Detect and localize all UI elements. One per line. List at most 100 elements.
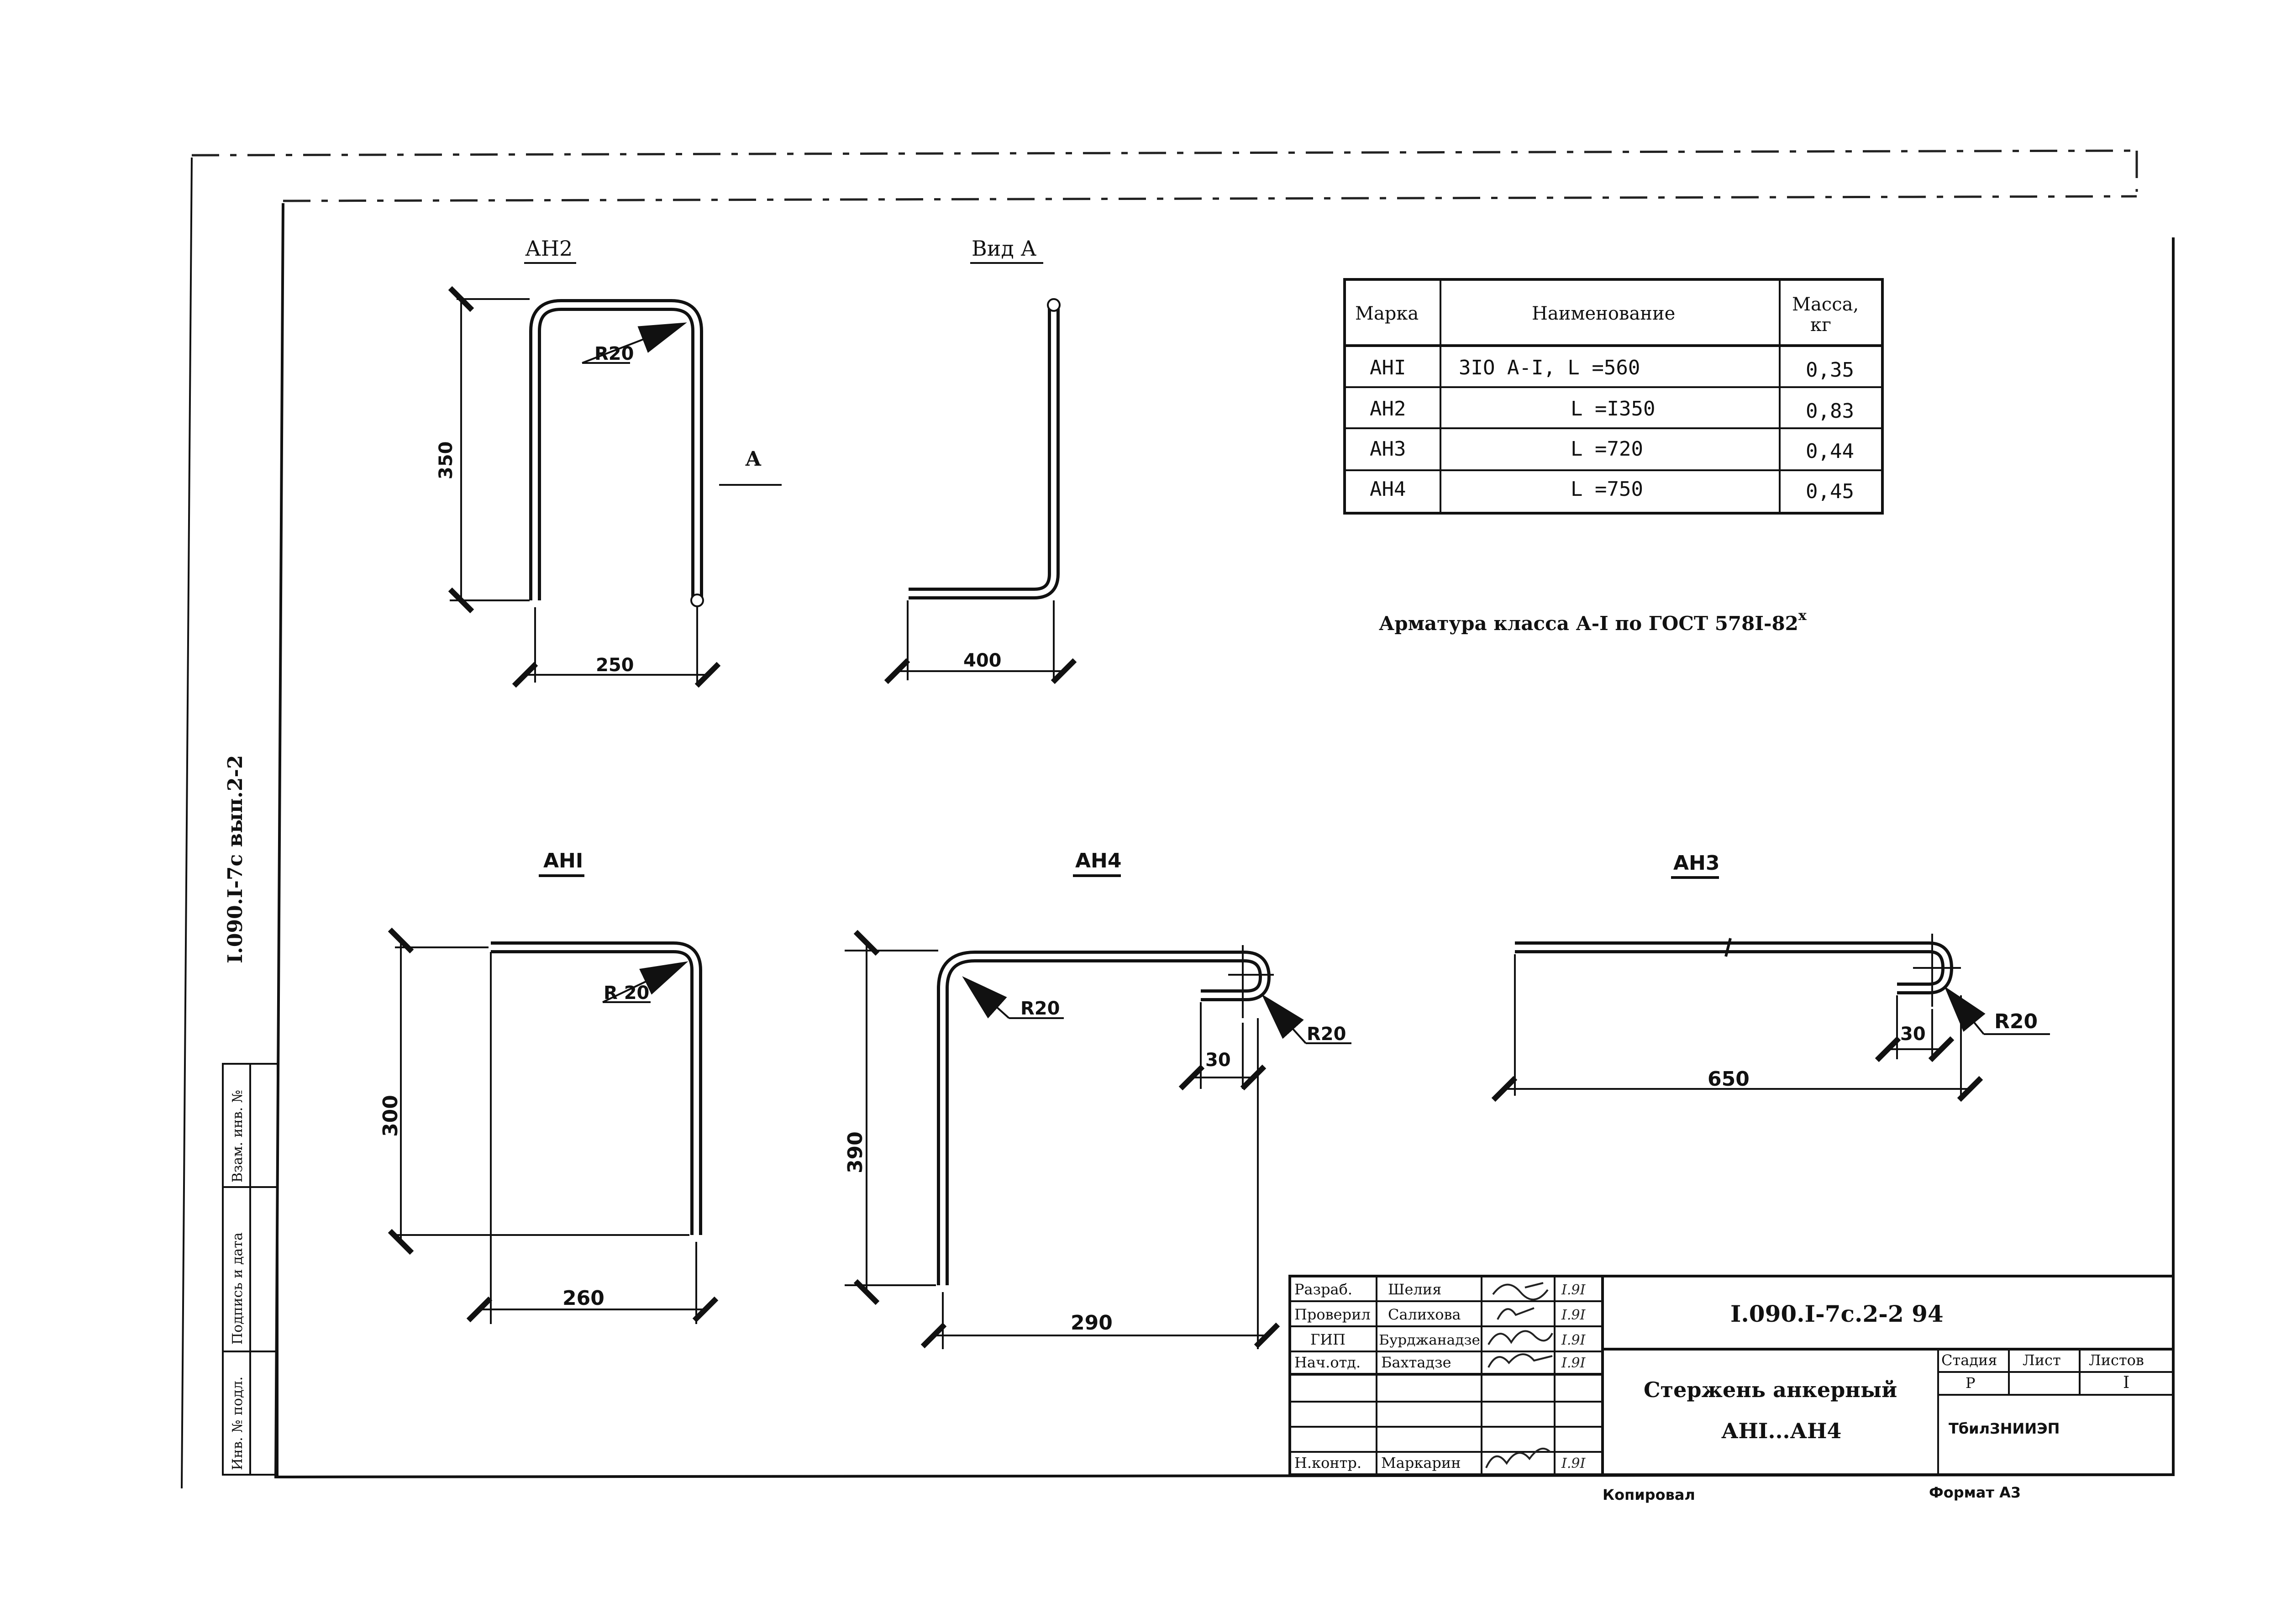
- reinforcement-note: Арматура класса А-I по ГОСТ 578I-82х: [1379, 608, 1807, 635]
- sheets-header: Листов: [2089, 1351, 2144, 1369]
- an4-width-label: 290: [1071, 1311, 1113, 1335]
- note-superscript: х: [1798, 608, 1807, 624]
- footer-format: Формат А3: [1929, 1484, 2021, 1501]
- date-label: I.9I: [1561, 1355, 1586, 1371]
- document-code: I.090.I-7с.2-2 94: [1730, 1300, 1944, 1327]
- side-document-code: I.090.I-7с вып.2-2: [224, 755, 247, 963]
- name-label: Маркарин: [1381, 1454, 1461, 1472]
- footer-copied: Копировал: [1603, 1486, 1695, 1503]
- view-an1: АНI R 20 300 260: [379, 849, 719, 1324]
- side-stamp: Инв. № подл. Подпись и дата Взам. инв. №: [222, 1063, 279, 1476]
- an4-rod: [937, 951, 1271, 1285]
- row-mass: 0,35: [1806, 358, 1854, 382]
- an1-rod: [491, 941, 702, 1235]
- an1-radius-leader: [602, 961, 689, 1003]
- view-an4: АН4 R20 R20 30 390 290: [844, 849, 1351, 1349]
- outer-border-left: [181, 157, 193, 1489]
- organization: ТбилЗНИИЭП: [1949, 1420, 2060, 1437]
- an2-radius-label: R20: [594, 343, 634, 364]
- role-label: Разраб.: [1294, 1281, 1352, 1298]
- row-name: L =750: [1571, 478, 1643, 501]
- drawing-title-line2: АНI...АН4: [1721, 1419, 1841, 1443]
- date-label: I.9I: [1561, 1282, 1586, 1298]
- vid-a-title: Вид А: [972, 236, 1036, 261]
- an4-height-label: 390: [844, 1131, 867, 1173]
- signature: [1485, 1447, 1551, 1468]
- an2-view-marker: А: [745, 447, 762, 471]
- an1-height-label: 300: [379, 1095, 402, 1137]
- outer-border-top: [191, 149, 2137, 157]
- signature: [1487, 1330, 1553, 1345]
- an3-break-mark: [1724, 938, 1732, 957]
- an3-hook-label: 30: [1900, 1024, 1926, 1045]
- row-mass: 0,45: [1806, 480, 1854, 503]
- an3-radius-leader: [1944, 986, 1986, 1035]
- stamp-vzam-label: Взам. инв. №: [230, 1090, 246, 1183]
- an4-right-radius-label: R20: [1307, 1024, 1346, 1045]
- row-mark: АН2: [1370, 397, 1406, 420]
- sheets-value: I: [2123, 1373, 2129, 1392]
- an4-left-radius-leader: [962, 976, 1010, 1019]
- row-name: L =I350: [1571, 397, 1655, 420]
- signature: [1492, 1282, 1549, 1301]
- table-row: АН3 L =720 0,44: [1370, 437, 1854, 463]
- row-mass: 0,44: [1806, 440, 1854, 463]
- stamp-inv-label: Инв. № подл.: [230, 1377, 246, 1470]
- drawing-title-line1: Стержень анкерный: [1644, 1377, 1897, 1402]
- role-label: Н.контр.: [1294, 1454, 1361, 1472]
- stage-value: Р: [1966, 1374, 1976, 1392]
- signature: [1497, 1307, 1535, 1320]
- stage-header: Стадия: [1941, 1351, 1997, 1369]
- vid-a-rod: [909, 305, 1060, 599]
- vid-a-width-label: 400: [963, 650, 1002, 671]
- spec-table: Марка Наименование Масса, кг АНI ЗІО А-I…: [1343, 278, 1884, 515]
- an1-radius-label: R 20: [604, 983, 649, 1004]
- table-header-name: Наименование: [1532, 303, 1675, 324]
- row-name: L =720: [1571, 437, 1643, 461]
- table-header-mass-2: кг: [1810, 315, 1831, 336]
- table-row: АНI ЗІО А-I, L =560 0,35: [1370, 356, 1854, 382]
- view-vid-a: Вид А 400: [884, 236, 1077, 684]
- date-label: I.9I: [1561, 1456, 1586, 1472]
- row-mark: АН3: [1370, 437, 1406, 461]
- view-an2: АН2 R20 350 250 А: [436, 236, 782, 688]
- row-name: ЗІО А-I, L =560: [1459, 356, 1640, 379]
- an4-right-radius-leader: [1261, 994, 1307, 1044]
- table-header-mark: Марка: [1355, 303, 1419, 324]
- an1-title: АНI: [543, 849, 583, 872]
- an2-title: АН2: [525, 236, 573, 261]
- role-label: ГИП: [1310, 1331, 1345, 1348]
- table-row: АН4 L =750 0,45: [1370, 478, 1854, 503]
- an3-radius-label: R20: [1994, 1010, 2038, 1033]
- name-label: Бурджанадзе: [1379, 1332, 1480, 1348]
- name-label: Шелия: [1388, 1281, 1441, 1298]
- table-row: АН2 L =I350 0,83: [1370, 397, 1854, 423]
- table-header-mass-1: Масса,: [1792, 294, 1859, 315]
- role-label: Проверил: [1294, 1306, 1371, 1323]
- note-text: Арматура класса А-I по ГОСТ 578I-82: [1379, 612, 1798, 635]
- an4-left-radius-label: R20: [1020, 998, 1060, 1019]
- an3-title: АН3: [1673, 851, 1720, 875]
- sheet-header: Лист: [2023, 1351, 2061, 1369]
- an2-height-label: 350: [436, 441, 457, 480]
- an2-width-label: 250: [596, 655, 634, 676]
- inner-frame: [274, 203, 2175, 1479]
- title-block: Разраб. Проверил ГИП Нач.отд. Н.контр. Ш…: [1288, 1275, 2175, 1476]
- row-mass: 0,83: [1806, 399, 1854, 423]
- inner-border-top: [283, 195, 2137, 202]
- role-label: Нач.отд.: [1294, 1354, 1361, 1371]
- an2-radius-leader: [582, 322, 687, 364]
- an4-hook-label: 30: [1205, 1050, 1231, 1071]
- stamp-sign-label: Подпись и дата: [230, 1232, 246, 1345]
- an4-title: АН4: [1075, 849, 1122, 872]
- an1-width-label: 260: [562, 1287, 604, 1310]
- date-label: I.9I: [1561, 1307, 1586, 1323]
- name-label: Салихова: [1388, 1306, 1461, 1323]
- date-label: I.9I: [1561, 1332, 1586, 1348]
- signature: [1487, 1353, 1553, 1368]
- view-an3: АН3 R20 30 650: [1491, 851, 2050, 1102]
- row-mark: АНI: [1370, 356, 1406, 379]
- name-label: Бахтадзе: [1381, 1354, 1451, 1371]
- an3-width-label: 650: [1708, 1067, 1750, 1091]
